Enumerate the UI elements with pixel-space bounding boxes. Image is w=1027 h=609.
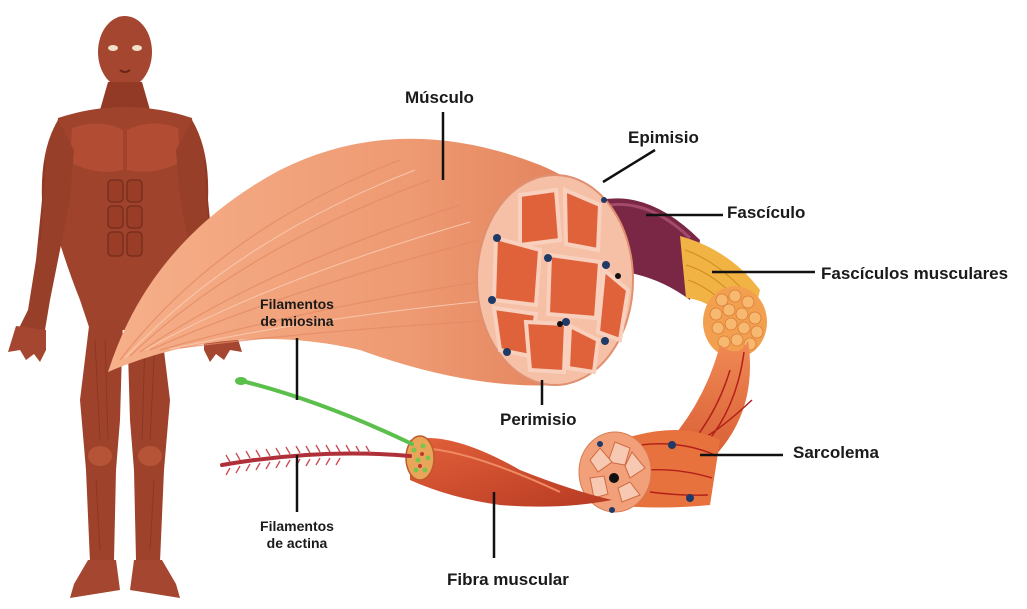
- label-perimisio: Perimisio: [500, 410, 577, 430]
- label-fibra-muscular: Fibra muscular: [447, 570, 569, 590]
- label-epimisio: Epimisio: [628, 128, 699, 148]
- label-fasciculo: Fascículo: [727, 203, 805, 223]
- label-fasciculos-musculares: Fascículos musculares: [821, 264, 1008, 284]
- label-filamentos-actina-line1: Filamentos: [254, 518, 340, 535]
- label-musculo: Músculo: [405, 88, 474, 108]
- label-filamentos-actina-line2: de actina: [254, 535, 340, 552]
- actin-filament: [222, 445, 410, 475]
- muscle-cross-section: [477, 175, 633, 385]
- label-sarcolema: Sarcolema: [793, 443, 879, 463]
- label-filamentos-miosina-line1: Filamentos: [254, 296, 340, 313]
- fascicle-cluster: [703, 286, 767, 358]
- label-filamentos-actina: Filamentos de actina: [254, 518, 340, 552]
- label-filamentos-miosina: Filamentos de miosina: [254, 296, 340, 330]
- myosin-filament: [235, 377, 412, 444]
- label-filamentos-miosina-line2: de miosina: [254, 313, 340, 330]
- leader-epimisio: [603, 150, 655, 182]
